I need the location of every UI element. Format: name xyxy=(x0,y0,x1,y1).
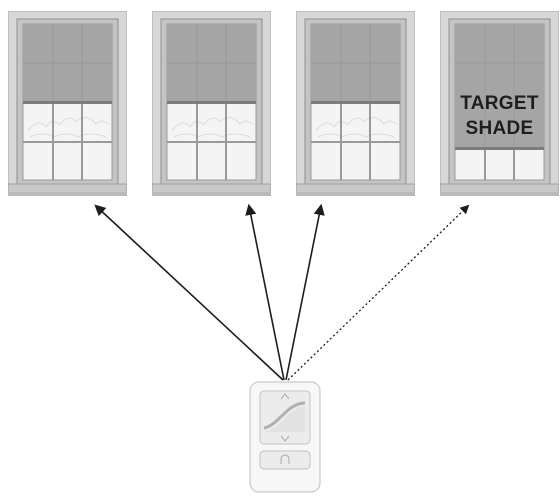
arrow-to-window-3 xyxy=(286,206,321,380)
remote-control xyxy=(249,381,321,493)
favorite-button xyxy=(260,451,310,469)
